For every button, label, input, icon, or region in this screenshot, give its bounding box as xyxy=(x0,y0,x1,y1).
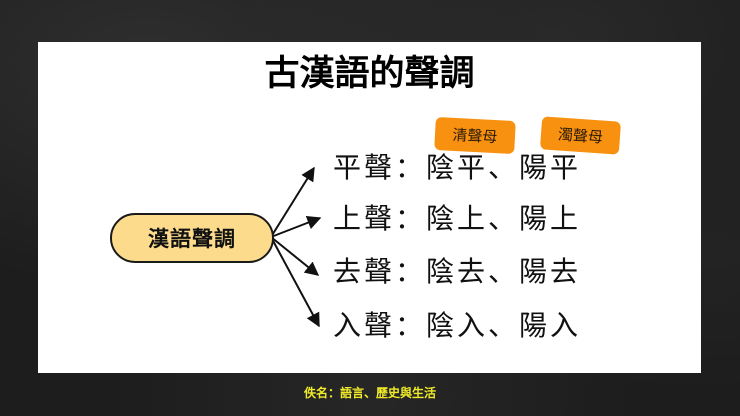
branch-ru-sheng: 入聲：陰入、陽入 xyxy=(333,309,582,342)
branch-shang-sheng: 上聲：陰上、陽上 xyxy=(333,202,582,235)
slide-title: 古漢語的聲調 xyxy=(264,54,475,94)
arrow-qu xyxy=(270,236,320,276)
center-node-han-tones: 漢語聲調 xyxy=(110,213,274,263)
branch-arrows xyxy=(270,166,322,328)
arrow-shang xyxy=(270,216,322,238)
branch-qu-sheng: 去聲：陰去、陽去 xyxy=(333,255,582,288)
arrow-ru xyxy=(270,236,320,328)
arrow-ping xyxy=(270,166,315,238)
tag-voiceless-initial: 清聲母 xyxy=(434,116,516,155)
footer-credit: 佚名：語言、歷史與生活 xyxy=(303,386,436,400)
tag-voiced-initial: 濁聲母 xyxy=(539,116,622,155)
branch-ping-sheng: 平聲：陰平、陽平 xyxy=(333,151,582,184)
slide-panel: 古漢語的聲調 漢語聲調 平聲：陰平、陽平 上聲：陰上、陽上 去聲：陰去、陽去 入… xyxy=(38,42,701,373)
